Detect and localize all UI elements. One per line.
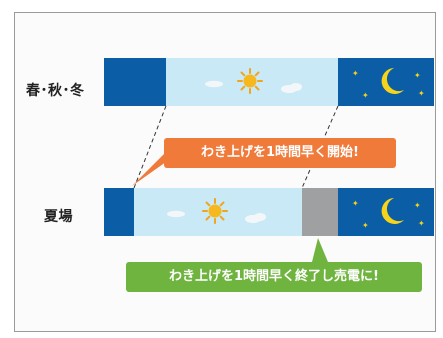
sun-icon	[237, 68, 263, 94]
star-icon: ✦	[352, 199, 359, 208]
night-segment-morning	[104, 58, 166, 106]
timeline-bar-summer: ✦ ✦ ✦ ✦	[104, 188, 434, 236]
cloud-icon	[281, 83, 302, 93]
star-icon: ✦	[362, 221, 369, 230]
row-label-summer: 夏場	[44, 209, 73, 225]
sun-icon	[202, 198, 228, 224]
star-icon: ✦	[414, 71, 421, 80]
moon-icon	[381, 198, 404, 224]
star-icon: ✦	[418, 89, 425, 98]
end-early-callout: わき上げを1時間早く終了し売電に!	[126, 262, 422, 292]
night-segment-morning	[104, 188, 134, 236]
start-early-callout: わき上げを1時間早く開始!	[164, 138, 396, 168]
cloud-icon	[245, 213, 266, 223]
cloud-icon	[205, 80, 223, 88]
star-icon: ✦	[362, 91, 369, 100]
moon-icon	[381, 68, 404, 94]
dashed-guide-start	[133, 105, 167, 189]
row-label-spring-autumn-winter: 春･秋･冬	[26, 83, 85, 99]
star-icon: ✦	[418, 219, 425, 228]
stopped-segment	[302, 188, 338, 236]
green-callout-pointer	[312, 238, 328, 262]
star-icon: ✦	[352, 69, 359, 78]
star-icon: ✦	[414, 201, 421, 210]
timeline-bar-spring-autumn-winter: ✦ ✦ ✦ ✦	[104, 58, 434, 106]
cloud-icon	[167, 210, 185, 218]
